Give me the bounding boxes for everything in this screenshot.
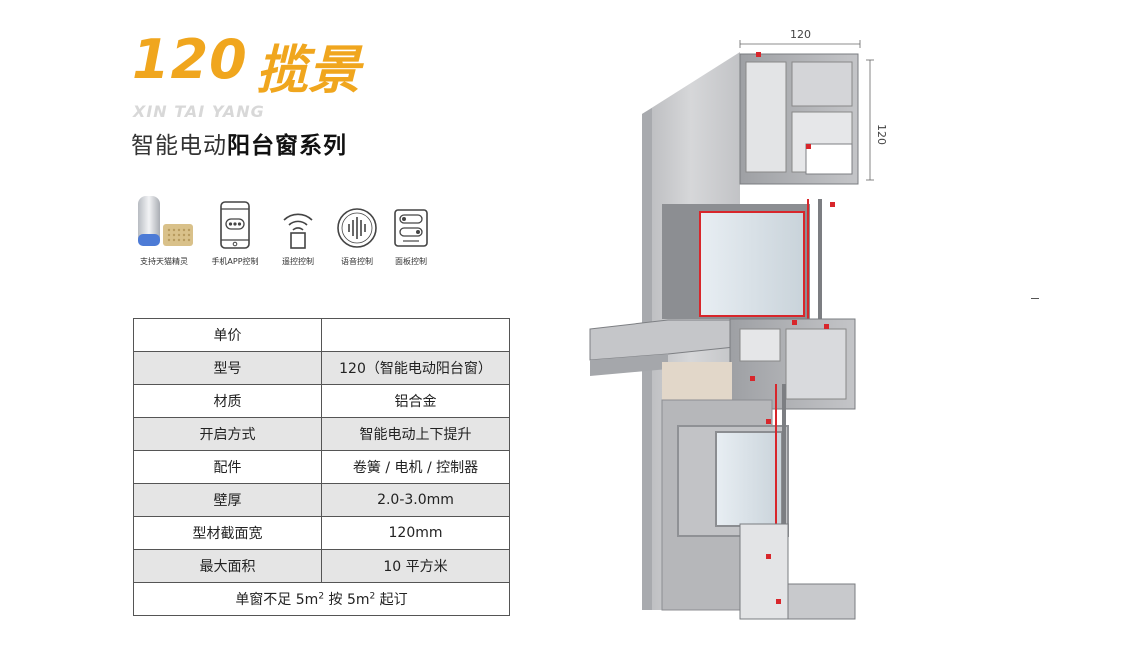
feature-smart-speaker: 支持天猫精灵 xyxy=(132,192,196,267)
feature-label: 面板控制 xyxy=(395,257,427,266)
spec-value: 10 平方米 xyxy=(321,549,510,583)
note-text: 单窗不足 5m xyxy=(235,592,319,608)
brand-name: XIN TAI YANG xyxy=(133,102,265,121)
title-name: 揽景 xyxy=(256,41,361,101)
spec-key: 开启方式 xyxy=(133,417,322,451)
spec-key: 单价 xyxy=(133,318,322,352)
series-subtitle: 智能电动阳台窗系列 xyxy=(131,126,347,160)
spec-key: 材质 xyxy=(133,384,322,418)
spec-key: 配件 xyxy=(133,450,322,484)
spec-key: 最大面积 xyxy=(133,549,322,583)
control-panel-icon xyxy=(379,192,443,250)
table-row: 单窗不足 5m2 按 5m2 起订 xyxy=(133,582,510,616)
dimension-height: 120 xyxy=(866,59,888,181)
note-sup: 2 xyxy=(369,591,376,602)
feature-remote: 遥控控制 xyxy=(266,192,330,267)
dimension-height-label: 120 xyxy=(875,124,888,145)
feature-label: 手机APP控制 xyxy=(211,257,259,266)
feature-label: 遥控控制 xyxy=(282,257,314,266)
subtitle-prefix: 智能电动 xyxy=(131,133,227,159)
feature-voice: 语音控制 xyxy=(325,192,389,267)
note-text: 起订 xyxy=(375,592,408,608)
spec-value: 120（智能电动阳台窗） xyxy=(321,351,510,385)
table-row: 单价 xyxy=(133,318,510,352)
feature-label: 语音控制 xyxy=(341,257,373,266)
order-note: 单窗不足 5m2 按 5m2 起订 xyxy=(133,582,510,616)
spec-value: 120mm xyxy=(321,516,510,550)
feature-phone-app: 手机APP控制 xyxy=(203,192,267,267)
dimension-width: 120 xyxy=(739,28,861,48)
remote-signal-icon xyxy=(266,192,330,250)
spec-value: 铝合金 xyxy=(321,384,510,418)
spec-key: 型材截面宽 xyxy=(133,516,322,550)
feature-panel: 面板控制 xyxy=(379,192,443,267)
note-sup: 2 xyxy=(318,591,325,602)
spec-value: 卷簧 / 电机 / 控制器 xyxy=(321,450,510,484)
window-section-drawing: 120 120 xyxy=(589,28,888,620)
spec-value: 2.0-3.0mm xyxy=(321,483,510,517)
phone-app-icon xyxy=(203,192,267,250)
feature-label: 支持天猫精灵 xyxy=(140,257,188,266)
subtitle-bold: 阳台窗系列 xyxy=(227,133,347,159)
spec-value xyxy=(321,318,510,352)
table-row: 材质铝合金 xyxy=(133,384,510,418)
dimension-width-label: 120 xyxy=(790,28,811,41)
table-row: 配件卷簧 / 电机 / 控制器 xyxy=(133,450,510,484)
spec-value: 智能电动上下提升 xyxy=(321,417,510,451)
voice-control-icon xyxy=(325,192,389,250)
table-row: 开启方式智能电动上下提升 xyxy=(133,417,510,451)
title-number: 120 xyxy=(132,28,248,91)
spec-key: 壁厚 xyxy=(133,483,322,517)
side-dash xyxy=(1031,298,1039,299)
note-text: 按 5m xyxy=(324,592,370,608)
spec-key: 型号 xyxy=(133,351,322,385)
smart-speaker-icon xyxy=(132,192,196,250)
